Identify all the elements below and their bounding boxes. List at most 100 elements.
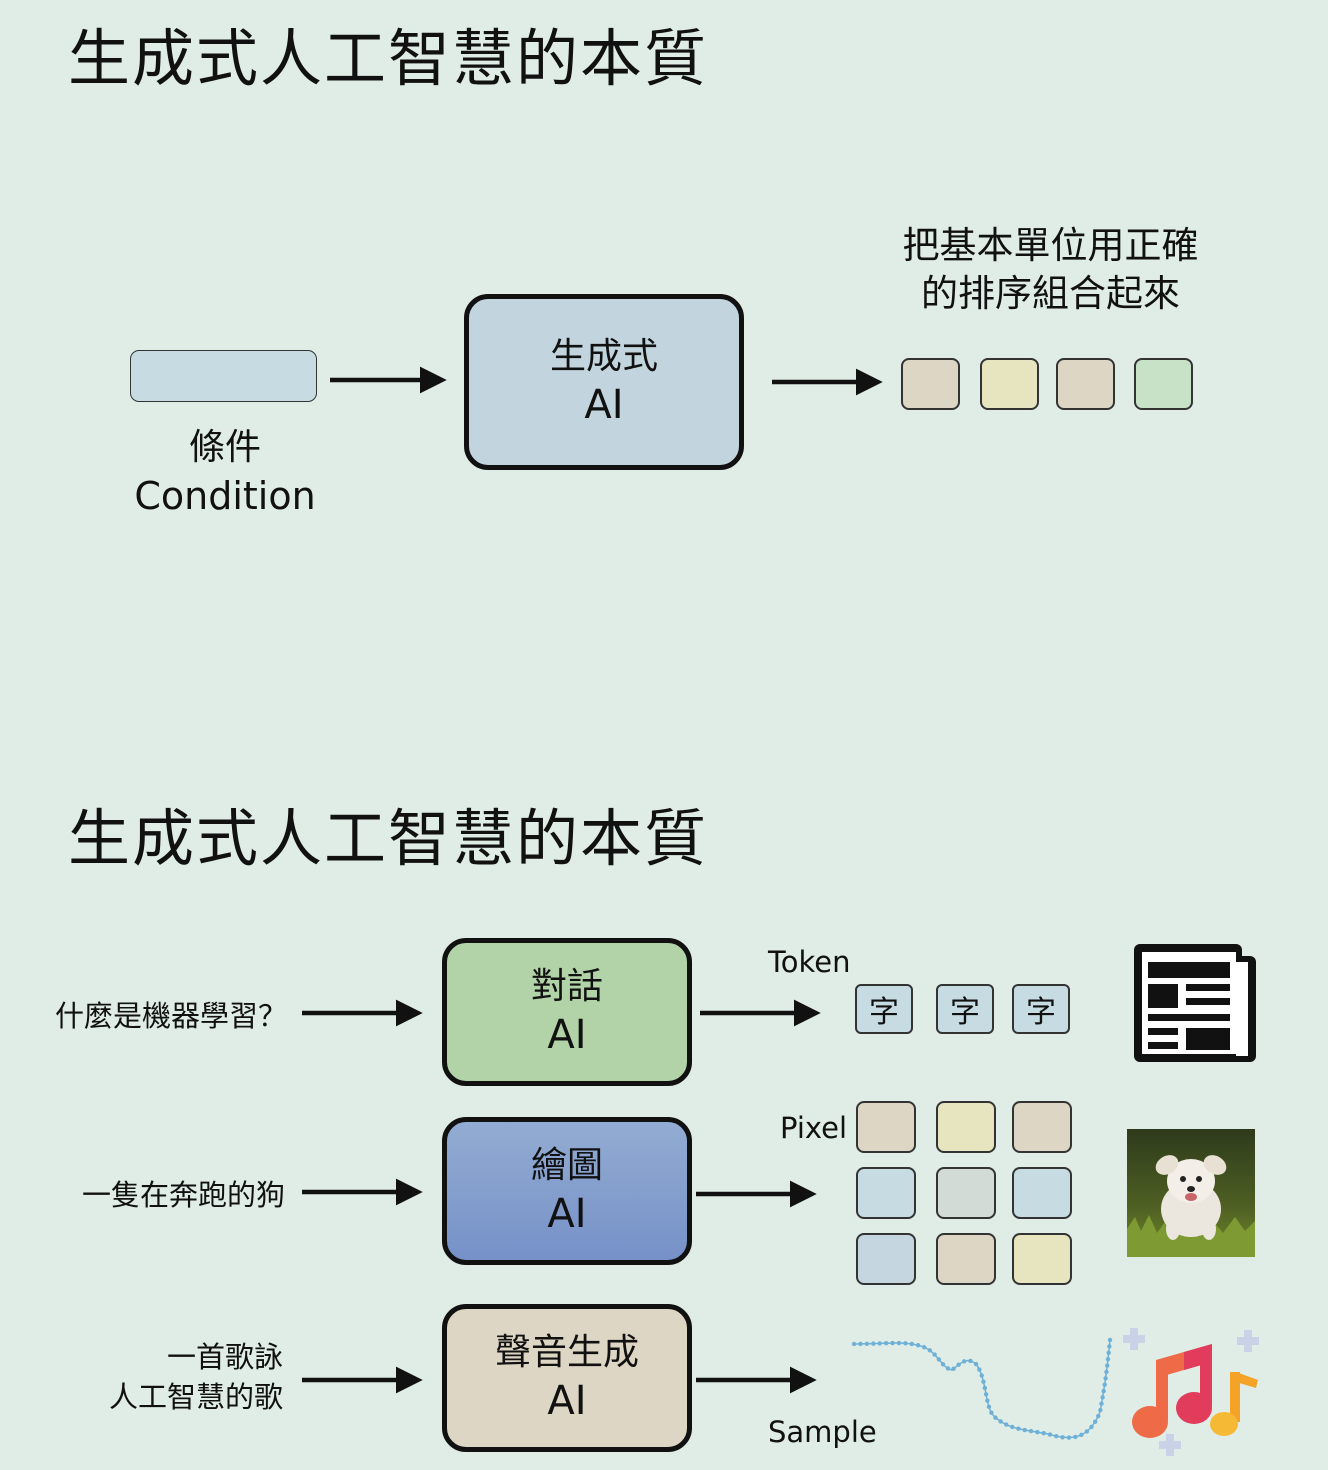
drawing-ai-box: 繪圖 AI [442, 1117, 692, 1265]
drawing-ai-sublabel: AI [547, 1191, 587, 1237]
pixel-cell [936, 1101, 996, 1153]
waveform-sample [1028, 1428, 1034, 1434]
waveform-sample [993, 1415, 998, 1420]
waveform-sample [1060, 1435, 1065, 1440]
pixel-cell [936, 1167, 996, 1219]
audio-input-line2: 人工智慧的歌 [108, 1380, 283, 1414]
waveform-sample [981, 1379, 986, 1384]
waveform-sample [890, 1340, 895, 1346]
token-cell-3: 字 [1012, 984, 1070, 1034]
waveform-sample [932, 1352, 937, 1357]
waveform-sample [940, 1362, 946, 1367]
generative-ai-label: 生成式 [549, 336, 658, 377]
waveform-sample [1089, 1424, 1094, 1430]
waveform-sample [877, 1341, 882, 1346]
waveform-sample [936, 1357, 942, 1362]
waveform-sample [896, 1340, 902, 1346]
waveform-sample [1105, 1363, 1110, 1368]
pixel-cell [1012, 1233, 1072, 1285]
token-label: Token [768, 945, 851, 979]
waveform-sample [871, 1341, 876, 1346]
waveform-sample [1022, 1427, 1027, 1433]
waveform-sample [1103, 1376, 1108, 1381]
waveform-sample [1107, 1344, 1112, 1349]
token-cell-1: 字 [855, 984, 913, 1034]
condition-bar [130, 350, 317, 402]
audio-input-line1: 一首歌詠 [166, 1340, 283, 1374]
pixel-cell [1012, 1101, 1072, 1153]
pixel-label: Pixel [780, 1111, 848, 1145]
waveform-sample [922, 1345, 927, 1350]
output-unit-1 [901, 358, 960, 410]
waveform-sample [927, 1348, 933, 1353]
waveform-sample [1073, 1434, 1078, 1440]
condition-label-zh: 條件 [188, 427, 261, 468]
drawing-input-prompt: 一隻在奔跑的狗 [81, 1178, 285, 1212]
waveform-sample [1102, 1382, 1107, 1387]
waveform-sample [1106, 1350, 1111, 1355]
chat-input-prompt: 什麼是機器學習？ [54, 999, 287, 1033]
audio-ai-box: 聲音生成 AI [442, 1304, 692, 1452]
chat-ai-sublabel: AI [547, 1012, 587, 1058]
waveform-sample [1098, 1407, 1103, 1413]
output-caption-line1: 把基本單位用正確 [902, 224, 1199, 267]
waveform-sample [903, 1341, 908, 1346]
waveform-sample [1107, 1337, 1113, 1343]
output-unit-2 [980, 358, 1039, 410]
chat-ai-label: 對話 [530, 966, 603, 1007]
waveform-sample [851, 1341, 857, 1347]
running-dog-photo [1127, 1129, 1255, 1257]
waveform-sample [1096, 1413, 1101, 1419]
waveform-sample [1066, 1435, 1072, 1440]
waveform-sample [1084, 1429, 1090, 1434]
waveform-sample [1099, 1401, 1104, 1406]
output-unit-4 [1134, 358, 1193, 410]
slide1-title: 生成式人工智慧的本質 [68, 22, 709, 95]
audio-waveform [851, 1337, 1113, 1440]
pixel-cell [856, 1167, 916, 1219]
waveform-sample [883, 1340, 889, 1346]
sample-label: Sample [768, 1415, 877, 1449]
waveform-sample [1101, 1388, 1106, 1394]
output-unit-3 [1056, 358, 1115, 410]
pixel-cell [856, 1233, 916, 1285]
waveform-sample [909, 1341, 915, 1347]
waveform-sample [985, 1398, 990, 1403]
waveform-sample [1004, 1422, 1009, 1427]
newspaper-icon [1134, 944, 1256, 1062]
waveform-sample [858, 1341, 863, 1347]
chat-ai-box: 對話 AI [442, 938, 692, 1086]
waveform-sample [1100, 1395, 1105, 1400]
generative-ai-box: 生成式 AI [464, 294, 744, 470]
audio-ai-label: 聲音生成 [494, 1332, 639, 1373]
audio-ai-sublabel: AI [547, 1378, 587, 1424]
token-cell-2: 字 [936, 984, 994, 1034]
waveform-sample [968, 1358, 973, 1364]
waveform-sample [979, 1373, 984, 1378]
pixel-cell [1012, 1167, 1072, 1219]
waveform-sample [973, 1361, 979, 1367]
waveform-sample [1054, 1433, 1059, 1439]
waveform-sample [956, 1362, 961, 1367]
music-note-icon [1123, 1328, 1259, 1456]
pixel-cell [936, 1233, 996, 1285]
waveform-sample [1016, 1426, 1021, 1431]
waveform-sample [1079, 1432, 1084, 1438]
waveform-sample [1092, 1419, 1098, 1424]
waveform-sample [961, 1359, 967, 1364]
waveform-sample [986, 1404, 992, 1410]
waveform-sample [1104, 1369, 1109, 1375]
waveform-sample [1047, 1432, 1053, 1437]
waveform-sample [1010, 1424, 1015, 1430]
generative-ai-sublabel: AI [584, 382, 624, 428]
waveform-sample [945, 1366, 951, 1371]
waveform-sample [982, 1385, 988, 1391]
slide2-title: 生成式人工智慧的本質 [68, 802, 709, 875]
waveform-sample [951, 1366, 956, 1371]
waveform-sample [998, 1419, 1003, 1424]
pixel-cell [856, 1101, 916, 1153]
condition-label-en: Condition [134, 474, 316, 518]
waveform-sample [977, 1367, 982, 1372]
waveform-sample [1105, 1356, 1111, 1362]
